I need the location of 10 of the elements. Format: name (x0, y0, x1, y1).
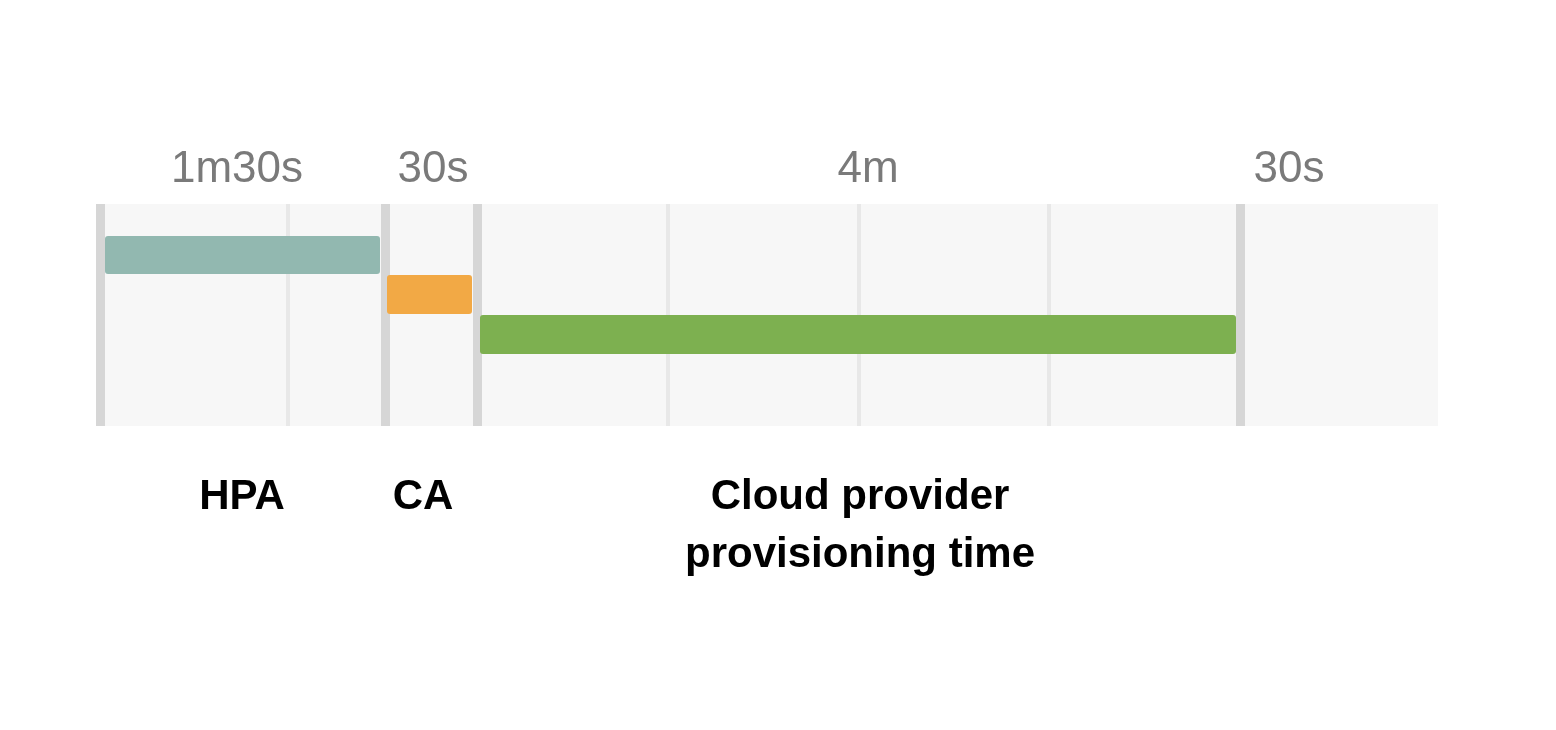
phase-label: HPA (198, 470, 286, 520)
phase-label: Cloud provider provisioning time (684, 470, 1036, 578)
duration-label: 4m (836, 141, 900, 193)
timeline-bar (480, 315, 1236, 354)
phase-label: CA (391, 470, 455, 520)
timeline-bar (387, 275, 472, 314)
duration-label: 1m30s (169, 141, 305, 193)
duration-label: 30s (396, 141, 470, 193)
duration-label: 30s (1252, 141, 1326, 193)
timeline-bar (105, 236, 380, 274)
